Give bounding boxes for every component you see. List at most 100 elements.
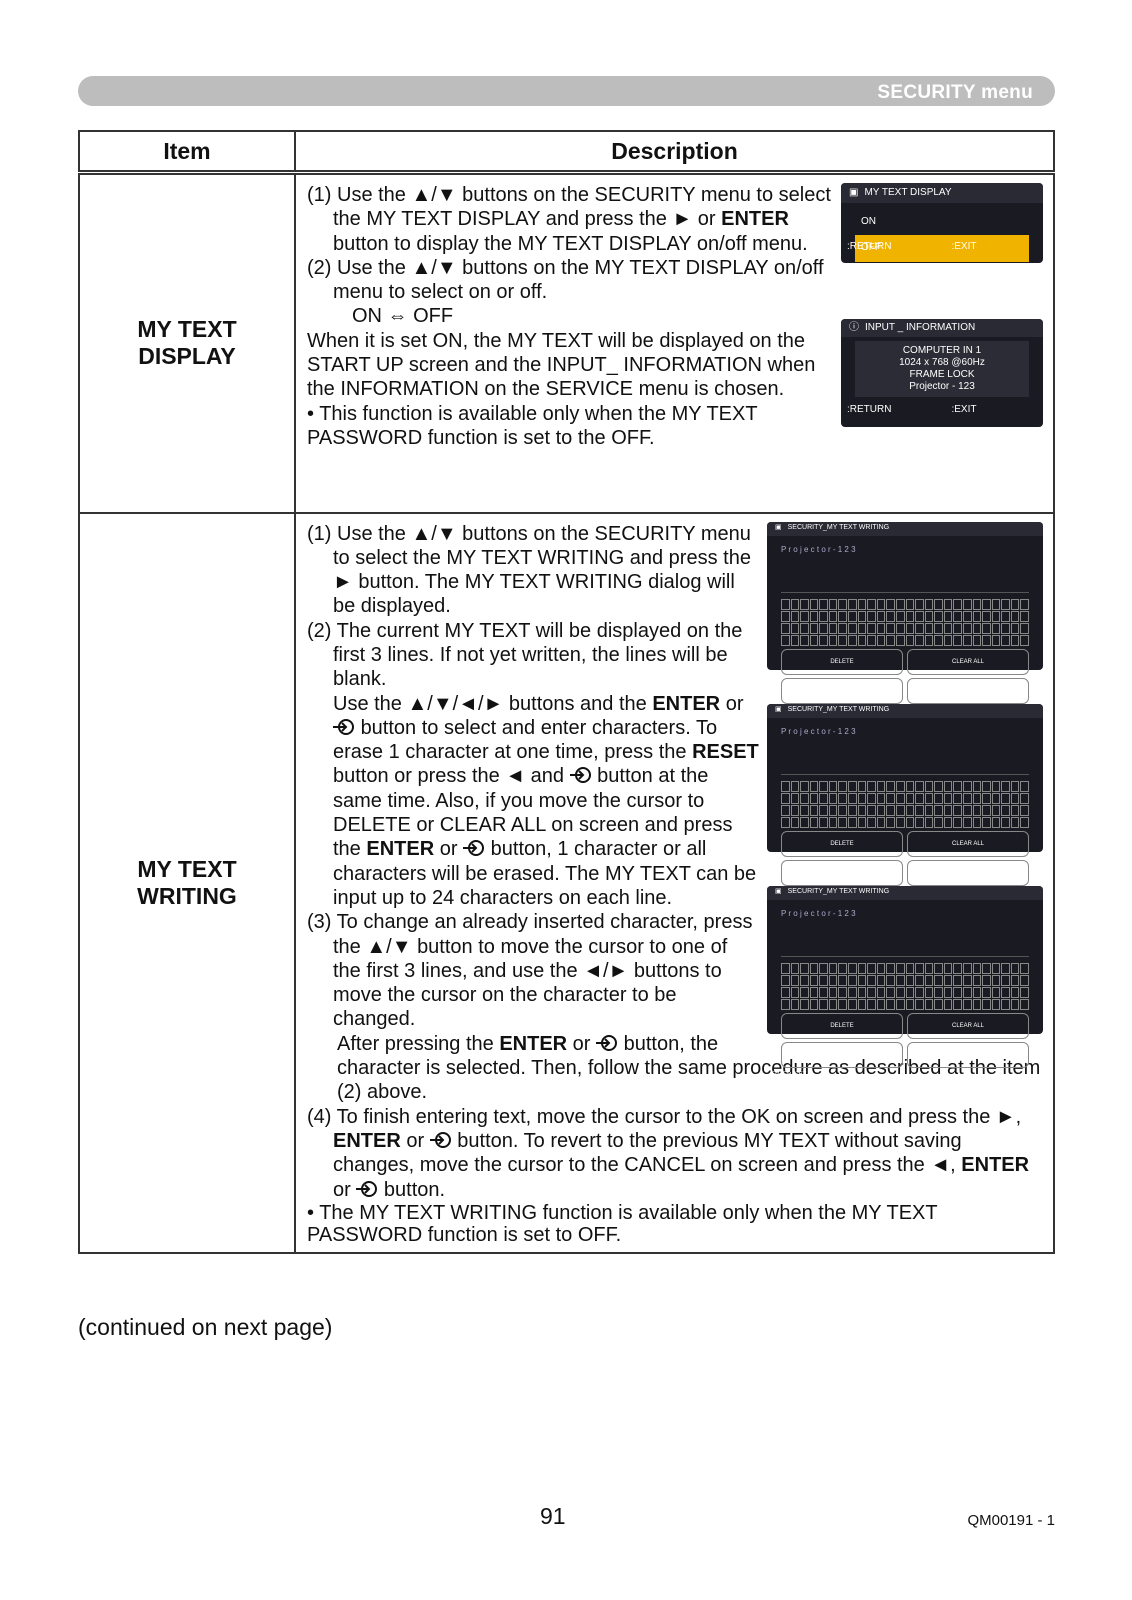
osd-key xyxy=(1001,974,1010,986)
osd-key xyxy=(809,974,819,986)
osd-key xyxy=(848,986,857,998)
osd-key xyxy=(905,816,915,828)
osd-key xyxy=(1001,622,1010,634)
osd-key xyxy=(828,816,838,828)
osd-key xyxy=(828,610,838,622)
osd-key xyxy=(982,998,991,1010)
osd-key xyxy=(915,610,924,622)
col-header-item: Item xyxy=(78,130,296,175)
osd-key xyxy=(828,622,838,634)
osd-key xyxy=(972,610,982,622)
osd-key xyxy=(982,974,991,986)
osd-key xyxy=(895,804,905,816)
osd-key xyxy=(848,780,857,792)
continued-note: (continued on next page) xyxy=(78,1314,333,1340)
osd-key xyxy=(943,804,953,816)
osd-key xyxy=(953,804,962,816)
osd-key xyxy=(895,974,905,986)
osd-key xyxy=(895,598,905,610)
osd-key xyxy=(924,792,934,804)
osd-key xyxy=(953,816,962,828)
osd-key xyxy=(982,622,991,634)
osd-key xyxy=(943,792,953,804)
osd-key xyxy=(838,622,848,634)
osd-key xyxy=(953,634,962,646)
osd-key xyxy=(819,816,828,828)
osd-key xyxy=(1001,634,1010,646)
osd-key xyxy=(934,986,943,998)
osd-key xyxy=(972,816,982,828)
osd-key xyxy=(943,610,953,622)
osd-key xyxy=(800,780,809,792)
osd-key xyxy=(800,792,809,804)
osd-key xyxy=(991,816,1001,828)
osd-key xyxy=(790,998,800,1010)
osd-key xyxy=(867,804,876,816)
osd-key xyxy=(790,804,800,816)
osd-key xyxy=(943,598,953,610)
osd-key xyxy=(1020,986,1029,998)
osd-key xyxy=(991,610,1001,622)
osd-key xyxy=(982,780,991,792)
osd-key xyxy=(857,610,867,622)
osd-key xyxy=(1020,780,1029,792)
osd-key xyxy=(962,998,972,1010)
osd-key xyxy=(828,634,838,646)
osd-key xyxy=(828,804,838,816)
osd-key xyxy=(819,804,828,816)
osd-key xyxy=(962,986,972,998)
osd-key xyxy=(962,634,972,646)
osd-key xyxy=(953,598,962,610)
section-title: SECURITY menu xyxy=(877,82,1033,103)
osd-key xyxy=(1020,974,1029,986)
osd-key xyxy=(982,816,991,828)
osd-key xyxy=(819,962,828,974)
osd-key xyxy=(962,780,972,792)
osd-key xyxy=(867,986,876,998)
osd-key xyxy=(934,610,943,622)
osd-key xyxy=(819,780,828,792)
osd-key xyxy=(838,962,848,974)
input-enter-icon xyxy=(429,1131,452,1148)
osd-key xyxy=(876,598,886,610)
osd-key xyxy=(790,610,800,622)
osd-key xyxy=(800,622,809,634)
osd-key xyxy=(895,780,905,792)
osd-key xyxy=(809,804,819,816)
osd-key xyxy=(934,622,943,634)
osd-key xyxy=(1001,780,1010,792)
osd-key xyxy=(800,998,809,1010)
osd-key xyxy=(819,634,828,646)
osd-key xyxy=(924,816,934,828)
osd-key xyxy=(905,792,915,804)
osd-key xyxy=(924,804,934,816)
osd-key xyxy=(1010,622,1020,634)
section-header: SECURITY menu xyxy=(78,76,1055,106)
osd-key xyxy=(962,598,972,610)
osd-key xyxy=(1001,986,1010,998)
osd-key xyxy=(876,998,886,1010)
osd-key xyxy=(886,622,895,634)
osd-key xyxy=(943,816,953,828)
osd-key xyxy=(915,598,924,610)
osd-key xyxy=(838,998,848,1010)
osd-key xyxy=(790,792,800,804)
osd-key xyxy=(943,998,953,1010)
osd-key xyxy=(876,792,886,804)
osd-key xyxy=(876,780,886,792)
osd-key xyxy=(867,816,876,828)
osd-key xyxy=(781,792,790,804)
osd-key xyxy=(953,998,962,1010)
osd-key xyxy=(809,634,819,646)
osd-key xyxy=(828,780,838,792)
osd-key xyxy=(982,598,991,610)
osd-key xyxy=(838,804,848,816)
osd-key xyxy=(953,792,962,804)
osd-key xyxy=(962,816,972,828)
osd-key xyxy=(781,962,790,974)
osd-key xyxy=(1001,792,1010,804)
osd-key xyxy=(1010,634,1020,646)
osd-key xyxy=(886,780,895,792)
osd-key xyxy=(934,804,943,816)
